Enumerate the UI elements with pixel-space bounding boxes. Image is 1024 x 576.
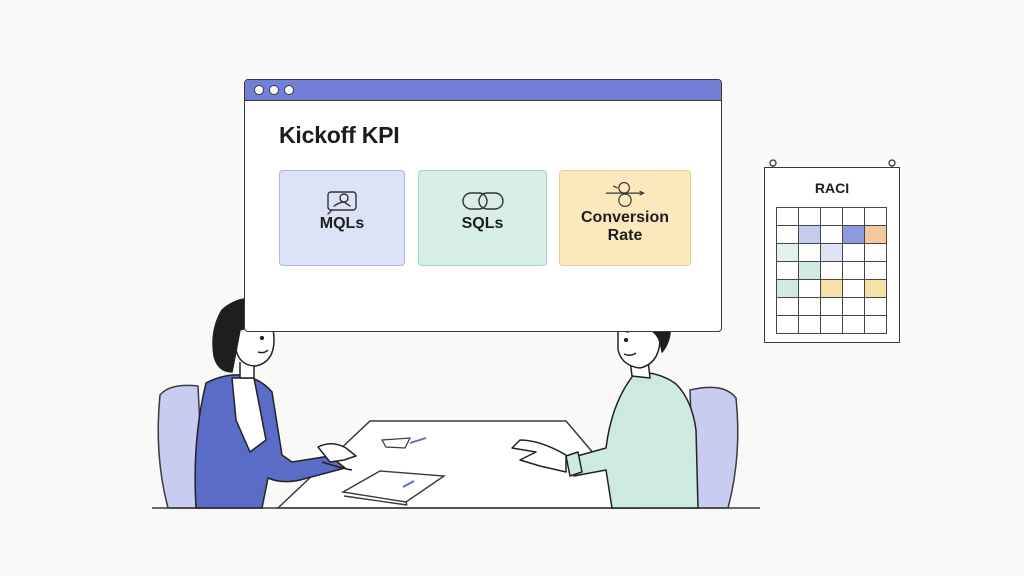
raci-cell	[777, 208, 799, 226]
raci-cell	[777, 298, 799, 316]
raci-cell	[865, 226, 887, 244]
raci-cell	[777, 244, 799, 262]
raci-cell	[843, 244, 865, 262]
window-dot-maximize[interactable]	[284, 85, 294, 95]
raci-cell	[799, 280, 821, 298]
raci-cell	[865, 262, 887, 280]
raci-cell	[865, 280, 887, 298]
raci-cell	[799, 316, 821, 334]
ticket-icon	[327, 191, 357, 215]
raci-cell	[821, 280, 843, 298]
raci-cell	[799, 298, 821, 316]
link-icon	[461, 192, 504, 210]
raci-cell	[821, 316, 843, 334]
raci-cell	[865, 244, 887, 262]
right-chair	[689, 386, 739, 509]
raci-cell	[843, 226, 865, 244]
raci-cell	[865, 298, 887, 316]
raci-cell	[843, 316, 865, 334]
raci-cell	[821, 298, 843, 316]
raci-cell	[799, 262, 821, 280]
raci-cell	[821, 208, 843, 226]
kpi-card-conversion-rate: Conversion Rate	[559, 170, 691, 266]
raci-cell	[777, 280, 799, 298]
raci-cell	[777, 316, 799, 334]
window-title-bar	[245, 80, 721, 101]
raci-cell	[799, 226, 821, 244]
kpi-card-mqls: MQLs	[279, 170, 405, 266]
kpi-label-conversion-rate: Conversion Rate	[580, 209, 669, 244]
raci-cell	[865, 316, 887, 334]
raci-cell	[843, 262, 865, 280]
raci-title: RACI	[814, 180, 850, 196]
raci-cell	[821, 262, 843, 280]
raci-poster: RACI	[764, 167, 900, 343]
window-dot-close[interactable]	[254, 85, 264, 95]
raci-grid	[776, 207, 887, 334]
kpi-card-sqls: SQLs	[418, 170, 547, 266]
page-title: Kickoff KPI	[279, 122, 400, 148]
window-dot-minimize[interactable]	[269, 85, 279, 95]
presentation-window: Kickoff KPI MQLs SQLs	[244, 79, 722, 332]
raci-cell	[821, 226, 843, 244]
raci-cell	[843, 298, 865, 316]
raci-cell	[821, 244, 843, 262]
raci-cell	[843, 208, 865, 226]
table-card	[381, 437, 427, 449]
kpi-label-sqls: SQLs	[461, 215, 504, 232]
raci-cell	[865, 208, 887, 226]
raci-cell	[777, 262, 799, 280]
notebook	[340, 470, 447, 506]
raci-cell	[777, 226, 799, 244]
kpi-label-mqls: MQLs	[319, 215, 365, 232]
raci-cell	[799, 244, 821, 262]
funnel-icon	[605, 181, 645, 207]
raci-cell	[799, 208, 821, 226]
raci-cell	[843, 280, 865, 298]
